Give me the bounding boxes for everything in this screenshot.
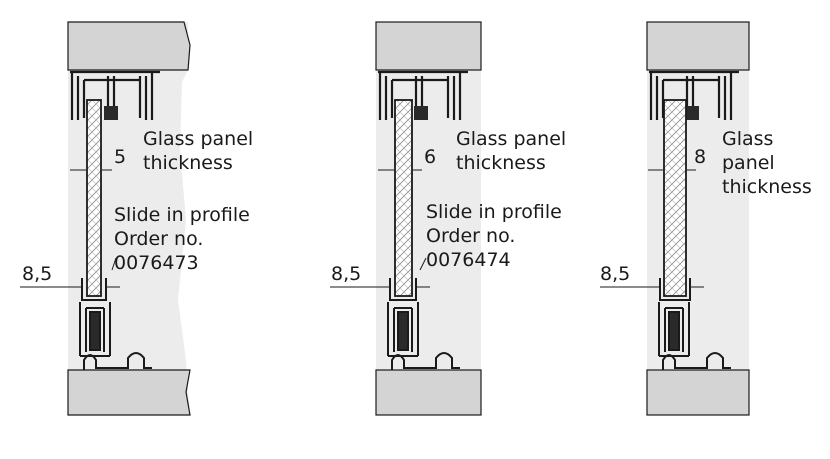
glass-label-1-line-2: thickness (143, 152, 233, 174)
thickness-value-3: 8 (694, 146, 707, 168)
side-value-2: 8,5 (331, 263, 362, 285)
ceiling-slab-1 (67, 21, 191, 71)
floor-slab-2 (375, 369, 482, 416)
bottom-channel-1 (79, 302, 111, 357)
top-track-1 (70, 70, 160, 120)
panel-2 (330, 21, 482, 416)
bottom-channel-3 (658, 302, 690, 357)
floor-guide-3 (662, 352, 731, 370)
slide-profile-1 (81, 278, 107, 301)
side-value-1: 8,5 (22, 263, 53, 285)
glass-panel-3 (663, 99, 687, 297)
profile-label-2-line-1: Slide in profile (426, 201, 562, 223)
dimension-lines-2 (330, 169, 430, 288)
bottom-profile-3 (659, 278, 691, 301)
floor-guide-2 (391, 352, 460, 370)
top-guide-block-3 (685, 106, 699, 120)
glass-label-1-line-1: Glass panel (143, 128, 254, 150)
thickness-value-1: 5 (114, 146, 127, 168)
floor-guide-1 (83, 352, 152, 370)
glass-label-3-line-2: panel (722, 152, 775, 174)
glass-label-3-line-3: thickness (722, 176, 812, 198)
bottom-channel-2 (387, 302, 419, 357)
floor-slab-3 (646, 369, 750, 416)
glass-label-2-line-2: thickness (456, 152, 546, 174)
top-guide-block-1 (104, 106, 118, 120)
ceiling-slab-3 (646, 21, 750, 71)
glass-panel-2 (394, 99, 413, 297)
thickness-value-2: 6 (424, 146, 437, 168)
top-track-2 (378, 70, 468, 120)
top-track-3 (649, 70, 739, 120)
glass-label-3-line-1: Glass (722, 128, 774, 150)
side-value-3: 8,5 (600, 263, 631, 285)
panel-3 (600, 21, 750, 416)
dimension-lines-3 (600, 169, 704, 288)
top-guide-block-2 (414, 106, 428, 120)
panel-1 (20, 21, 191, 416)
profile-label-2-line-3: 0076474 (426, 249, 511, 271)
ceiling-slab-2 (375, 21, 482, 71)
glass-panel-1 (86, 99, 102, 297)
floor-slab-1 (67, 369, 191, 416)
dimension-lines-1 (20, 169, 120, 288)
profile-label-1-line-3: 0076473 (114, 252, 199, 274)
glass-label-2-line-1: Glass panel (456, 128, 567, 150)
profile-label-1-line-2: Order no. (114, 228, 204, 250)
slide-profile-2 (389, 278, 417, 301)
profile-label-2-line-2: Order no. (426, 225, 516, 247)
profile-label-1-line-1: Slide in profile (114, 204, 250, 226)
